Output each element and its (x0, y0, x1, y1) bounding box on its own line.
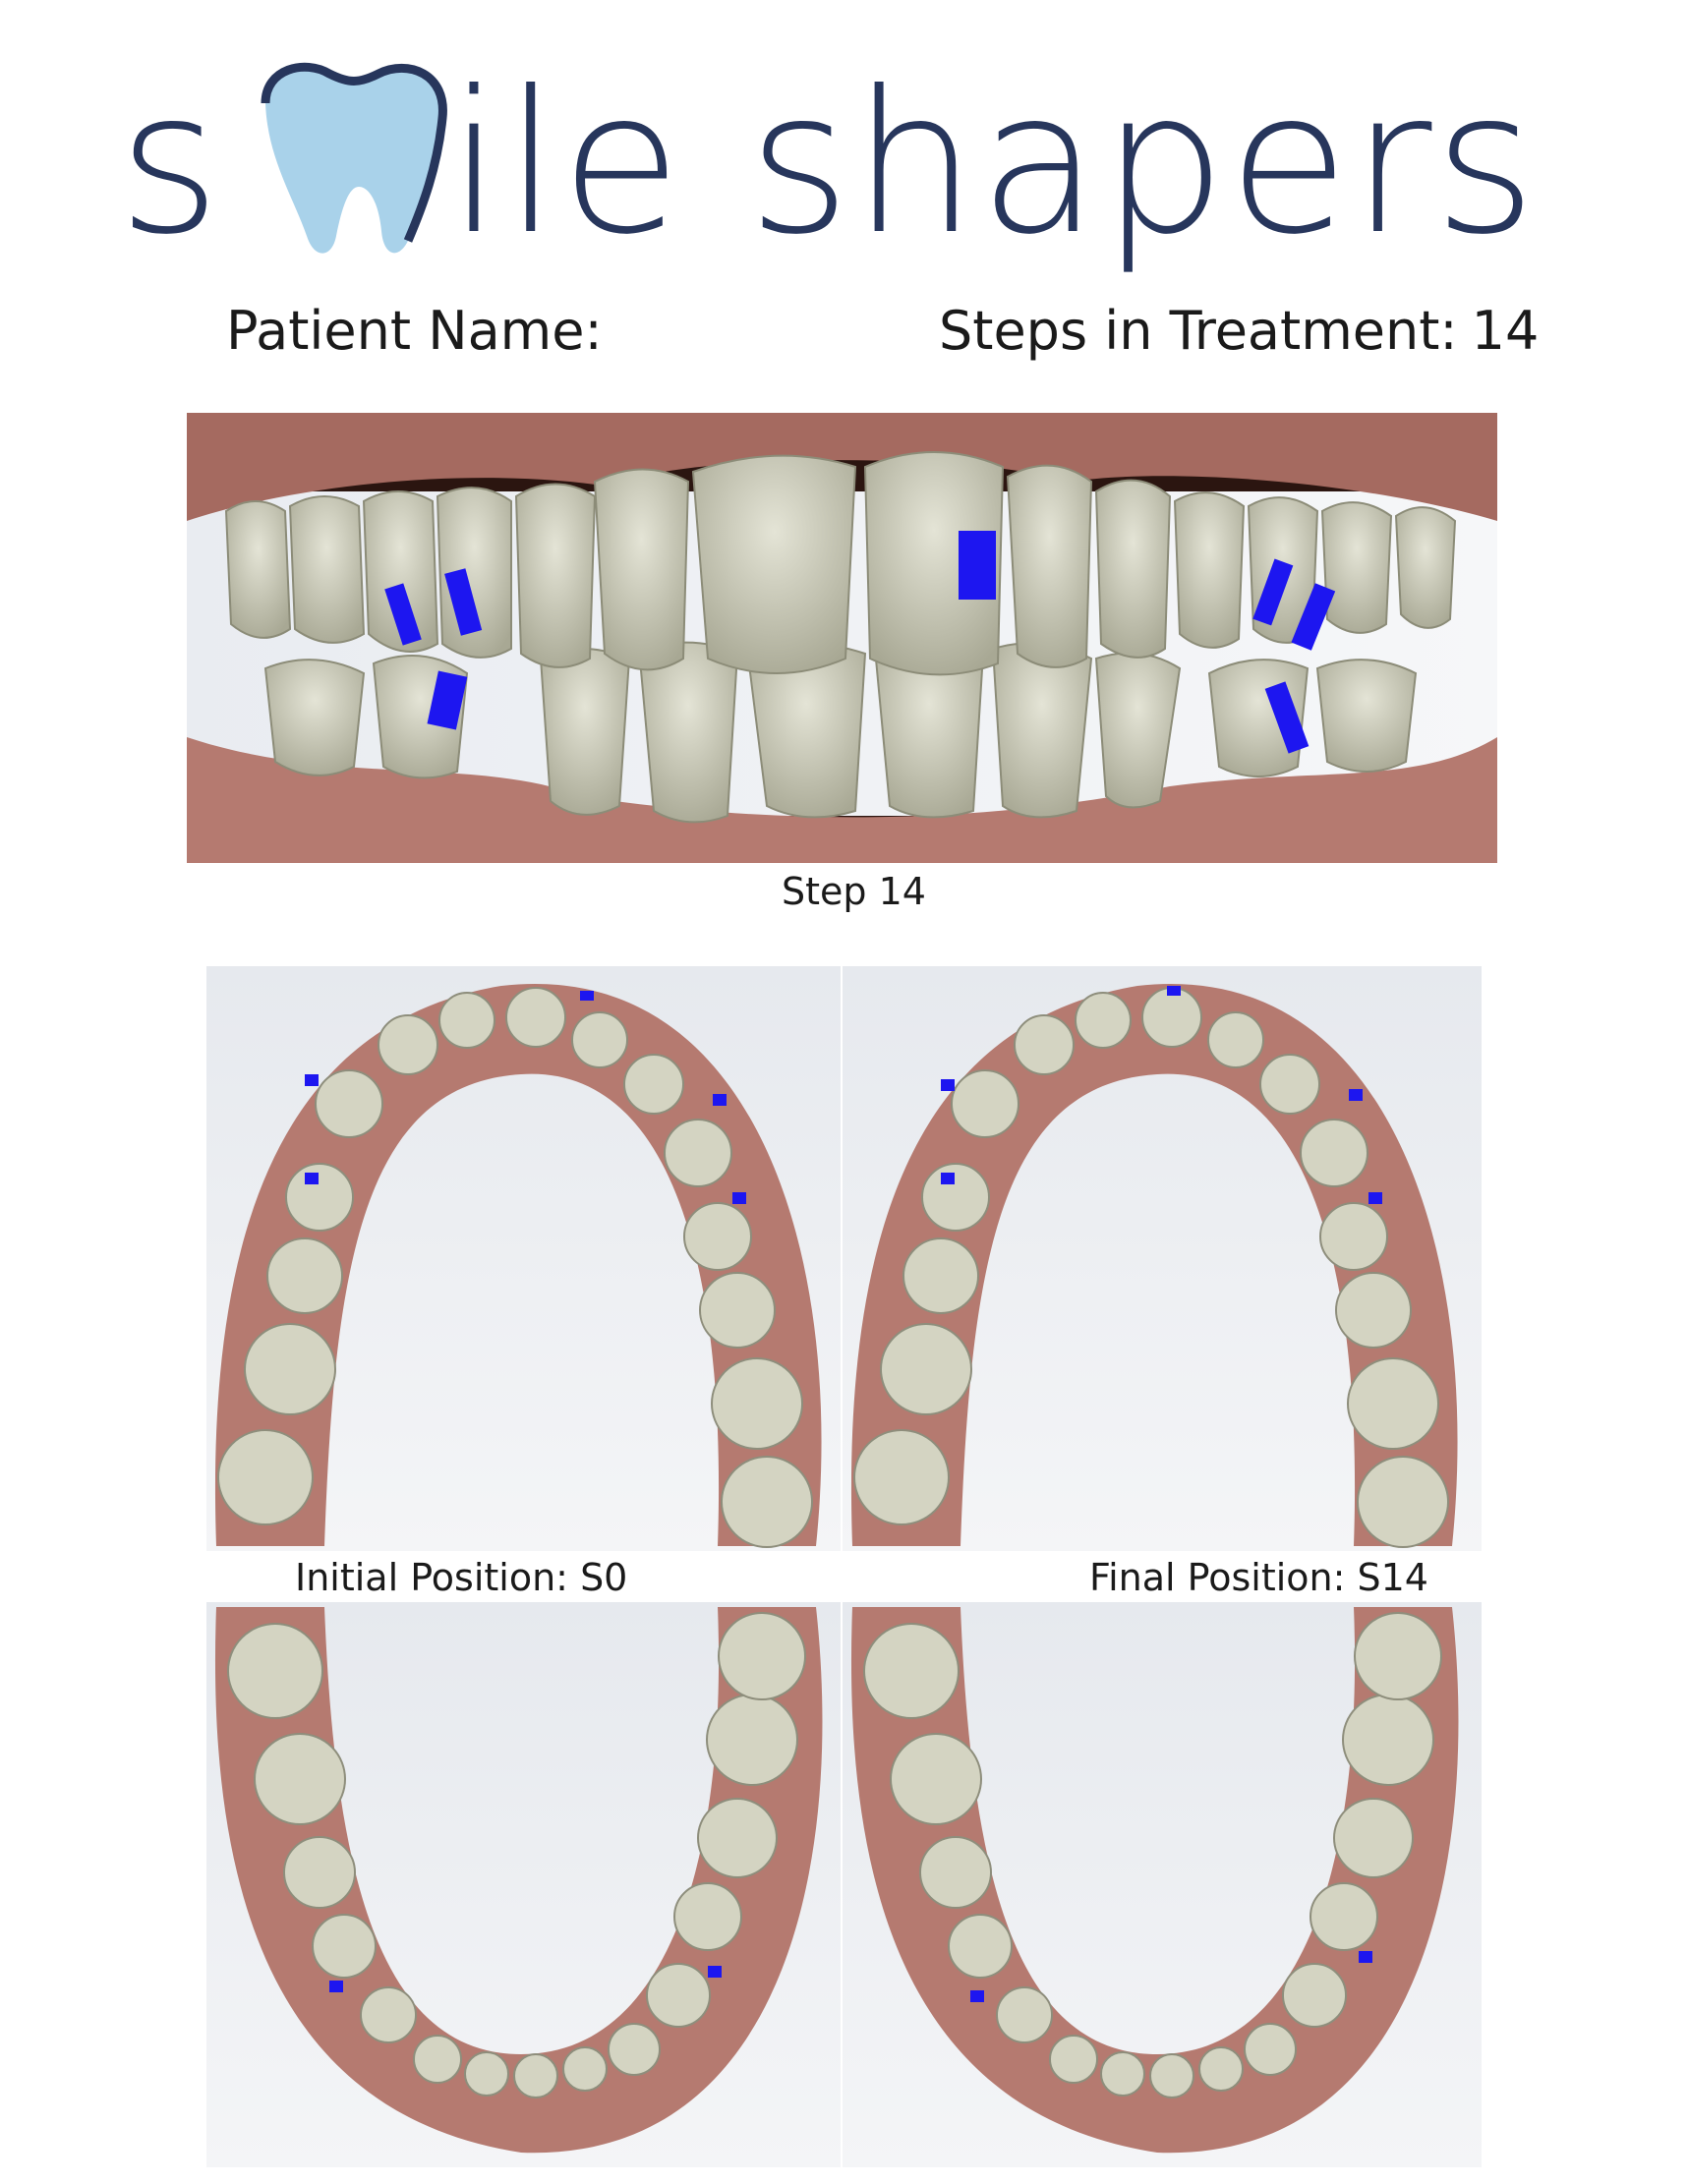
logo-rest: ile shapers (447, 49, 1539, 278)
smile-shapers-logo: s ile shapers (118, 49, 1539, 278)
upper-arch-final (843, 966, 1482, 1551)
steps-in-treatment: Steps in Treatment:14 (939, 300, 1539, 362)
final-position-caption: Final Position: S14 (1089, 1556, 1428, 1599)
tooth-logo-icon (265, 67, 443, 254)
lower-arch-initial (206, 1602, 841, 2167)
front-teeth-view (187, 413, 1497, 863)
patient-name-label: Patient Name: (226, 300, 603, 362)
step-caption: Step 14 (782, 870, 926, 913)
lower-arch-final (843, 1602, 1482, 2167)
steps-value: 14 (1471, 300, 1540, 362)
attachment-marker (959, 531, 996, 600)
steps-label: Steps in Treatment: (939, 300, 1458, 362)
logo-s: s (118, 49, 222, 278)
initial-position-caption: Initial Position: S0 (295, 1556, 628, 1599)
upper-arch-initial (206, 966, 841, 1551)
